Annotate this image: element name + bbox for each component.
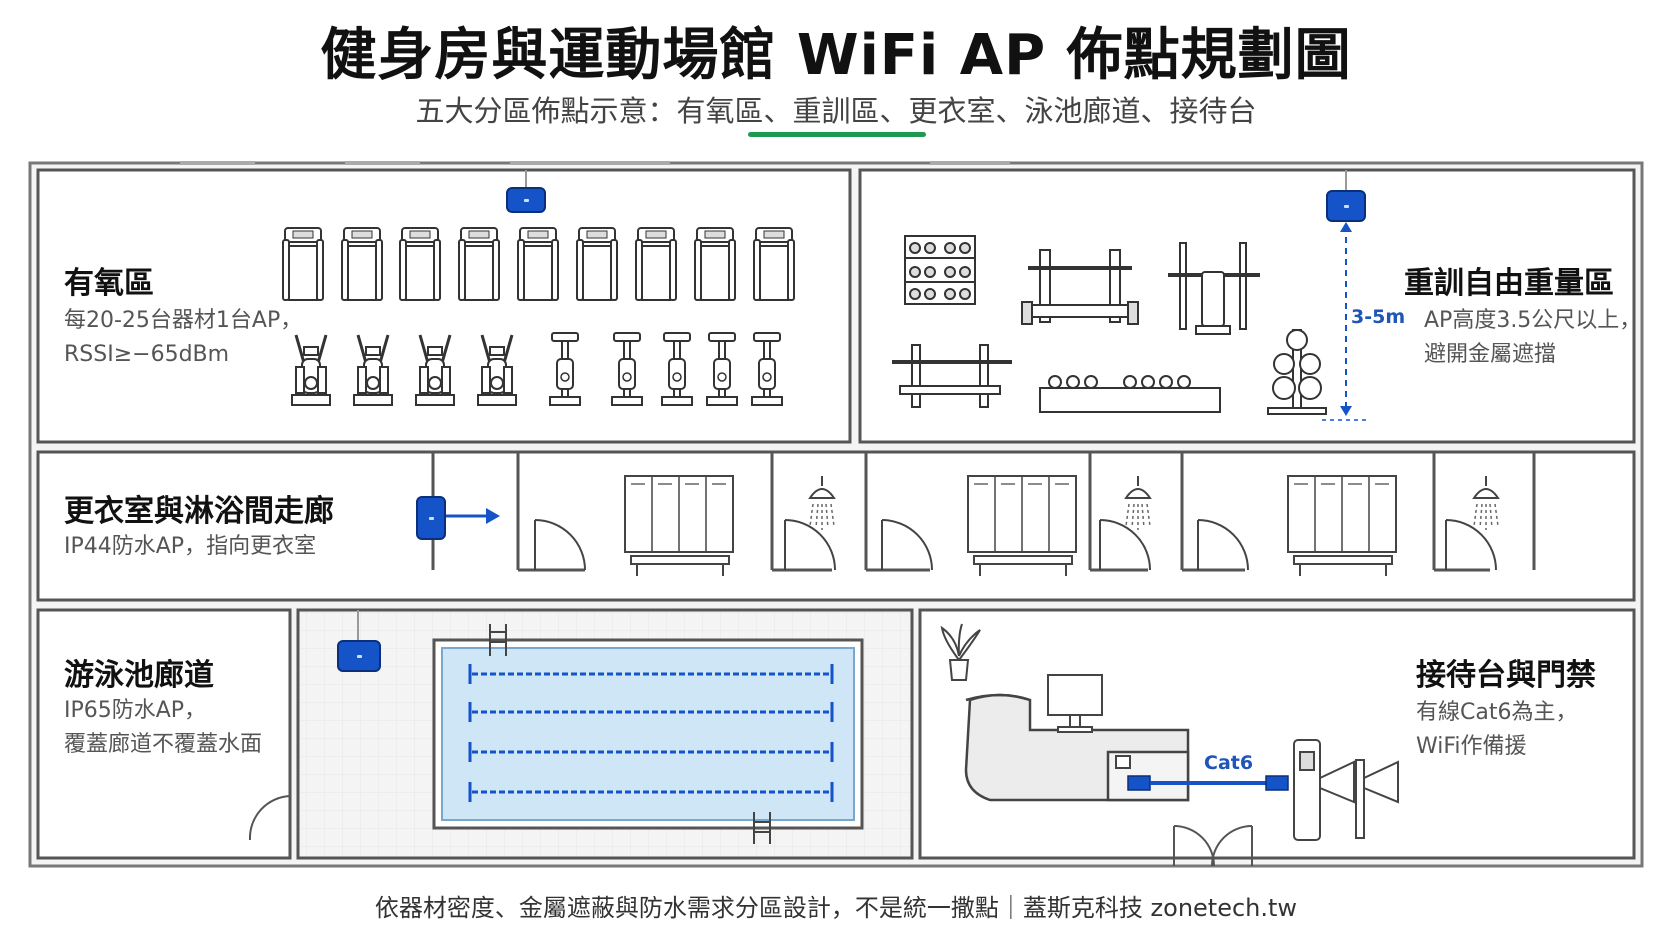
locker-walls bbox=[431, 452, 1536, 572]
page-subtitle: 五大分區佈點示意：有氧區、重訓區、更衣室、泳池廊道、接待台 bbox=[415, 94, 1257, 128]
reception-title: 接待台與門禁 bbox=[1416, 658, 1596, 693]
cardio-title: 有氧區 bbox=[64, 266, 154, 301]
lane-rope-icon bbox=[468, 664, 834, 802]
pool-desc: IP65防水AP， 覆蓋廊道不覆蓋水面 bbox=[64, 698, 263, 757]
dumbbell-bench-icon bbox=[1039, 375, 1221, 413]
monitor-icon bbox=[1047, 674, 1103, 733]
pool-icon bbox=[432, 638, 864, 830]
weights-desc: AP高度3.5公尺以上， 避開金屬遮擋 bbox=[1424, 308, 1642, 367]
ap-height-label: 3-5m bbox=[1351, 306, 1406, 328]
dumbbell-rack-icon bbox=[904, 235, 976, 305]
pool-door-icon bbox=[248, 795, 291, 841]
cat6-cable-icon bbox=[1115, 755, 1289, 791]
locker-wall-ap-icon bbox=[416, 496, 446, 540]
ap-direction-arrow bbox=[446, 508, 500, 524]
ap-height-indicator bbox=[1322, 222, 1370, 421]
page-title: 健身房與運動場館 WiFi AP 佈點規劃圖 bbox=[320, 23, 1352, 88]
ladder-icon bbox=[489, 624, 771, 844]
bench-press-icon bbox=[1168, 242, 1260, 335]
locker-desc: IP44防水AP，指向更衣室 bbox=[64, 534, 317, 559]
squat-rack-icon bbox=[1021, 249, 1139, 325]
weights-title: 重訓自由重量區 bbox=[1404, 266, 1614, 301]
pool-corridor-room bbox=[36, 608, 292, 860]
cardio-ceiling-ap-icon bbox=[506, 187, 546, 213]
plant-icon bbox=[940, 623, 981, 681]
squat-rack-icon-2 bbox=[892, 344, 1012, 408]
footer-note: 依器材密度、金屬遮蔽與防水需求分區設計，不是統一撒點｜蓋斯克科技 zonetec… bbox=[374, 894, 1298, 922]
subtitle-highlight bbox=[748, 132, 926, 137]
pool-ceiling-ap-icon bbox=[337, 640, 381, 672]
cat6-label: Cat6 bbox=[1204, 752, 1254, 774]
entrance-door-icon bbox=[1173, 825, 1253, 867]
turnstile-icon bbox=[1293, 739, 1399, 841]
treadmill-icon bbox=[282, 227, 795, 301]
weights-ceiling-ap-icon bbox=[1326, 190, 1366, 222]
cardio-desc: 每20-25台器材1台AP， RSSI≥−65dBm bbox=[64, 308, 303, 367]
pool-title: 游泳池廊道 bbox=[64, 658, 214, 693]
weight-plate-tree-icon bbox=[1267, 329, 1327, 415]
locker-title: 更衣室與淋浴間走廊 bbox=[64, 494, 334, 529]
reception-desc: 有線Cat6為主， WiFi作備援 bbox=[1416, 700, 1578, 759]
